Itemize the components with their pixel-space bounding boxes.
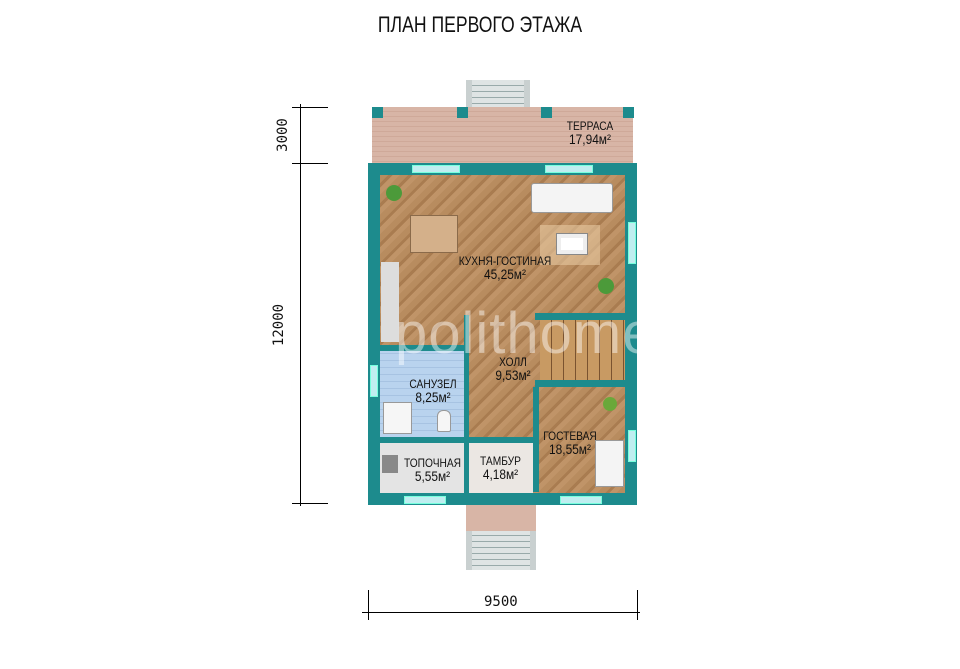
interior-wall bbox=[535, 380, 625, 387]
sofa bbox=[531, 183, 613, 213]
interior-wall bbox=[380, 345, 468, 351]
terrace-depth-label: 3000 bbox=[274, 118, 291, 152]
plant-icon bbox=[386, 185, 402, 201]
dimension-tick bbox=[292, 503, 328, 504]
width-label: 9500 bbox=[484, 594, 518, 610]
shower bbox=[383, 402, 412, 434]
dimension-tick bbox=[292, 107, 328, 108]
terrace bbox=[372, 107, 633, 163]
terrace-steps bbox=[466, 80, 530, 107]
window bbox=[545, 165, 593, 173]
plant-icon bbox=[598, 278, 614, 294]
vertical-dimension-line bbox=[300, 104, 301, 506]
house-depth-label: 12000 bbox=[271, 303, 288, 347]
window bbox=[412, 165, 460, 173]
dimension-tick bbox=[292, 163, 328, 164]
window bbox=[404, 496, 446, 504]
horizontal-dimension-line bbox=[362, 612, 640, 613]
plant-icon bbox=[603, 397, 617, 411]
toilet bbox=[437, 410, 451, 432]
staircase bbox=[540, 320, 625, 380]
window bbox=[628, 222, 636, 264]
interior-wall bbox=[380, 437, 535, 443]
window bbox=[628, 430, 636, 462]
terrace-post bbox=[541, 107, 552, 118]
dimension-tick bbox=[368, 590, 369, 620]
interior-wall bbox=[535, 313, 625, 320]
window bbox=[560, 496, 602, 504]
watermark: polithome bbox=[395, 301, 656, 366]
terrace-post bbox=[372, 107, 383, 118]
boiler bbox=[382, 455, 398, 473]
page-title: ПЛАН ПЕРВОГО ЭТАЖА bbox=[377, 12, 583, 37]
dining-table bbox=[410, 215, 458, 253]
dimension-tick bbox=[637, 590, 638, 620]
terrace-post bbox=[457, 107, 468, 118]
interior-wall bbox=[533, 387, 539, 492]
entrance-steps bbox=[466, 530, 536, 570]
terrace-post bbox=[623, 107, 634, 118]
window bbox=[370, 365, 378, 397]
vestibule-floor bbox=[469, 443, 533, 493]
bed bbox=[595, 440, 624, 487]
coffee-table bbox=[556, 233, 588, 255]
entrance-porch bbox=[466, 505, 536, 531]
interior-wall bbox=[464, 315, 469, 493]
kitchen-counter bbox=[381, 262, 399, 342]
